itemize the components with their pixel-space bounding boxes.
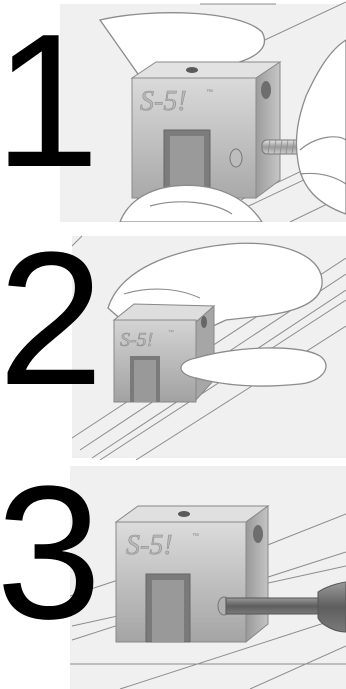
brand-logo: S-5!	[120, 329, 153, 351]
trademark-mark: ™	[192, 533, 199, 540]
clamp-illustration: S-5! ™	[116, 506, 268, 642]
brand-logo: S-5!	[126, 530, 173, 561]
step-number: 2	[0, 228, 100, 414]
trademark-mark: ™	[206, 89, 213, 96]
step-2-panel: S-5! ™ 2	[0, 228, 346, 460]
step-1-panel: S-5! ™ 1	[0, 0, 346, 222]
trademark-mark: ™	[168, 329, 174, 336]
clamp-illustration: S-5! ™	[114, 304, 214, 402]
step-3-panel: S-5! ™ 3	[0, 466, 346, 689]
step-number: 3	[0, 466, 98, 648]
brand-logo: S-5!	[140, 86, 187, 117]
step-number: 1	[0, 6, 96, 196]
clamp-illustration: S-5! ™	[132, 62, 280, 198]
